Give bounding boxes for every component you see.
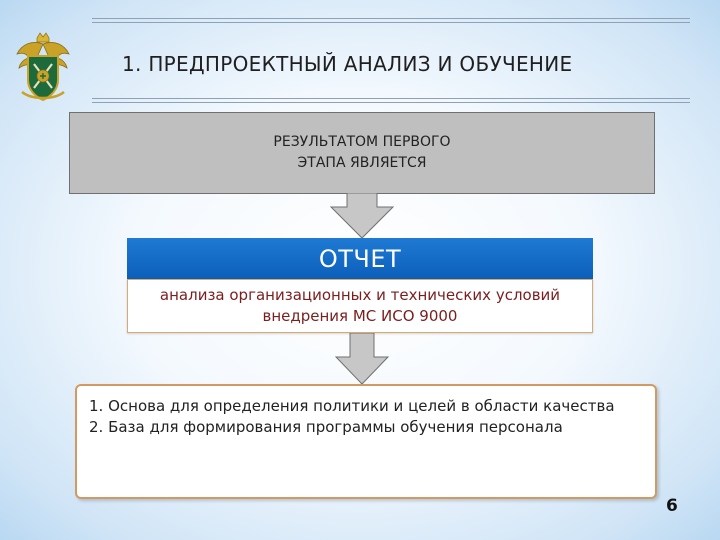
list-item: 2. База для формирования программы обуче…: [89, 418, 563, 436]
report-heading: ОТЧЕТ: [127, 238, 593, 279]
down-arrow-icon: [334, 333, 390, 385]
title-divider: [92, 98, 690, 99]
title-divider: [92, 22, 690, 23]
page-title: 1. ПРЕДПРОЕКТНЫЙ АНАЛИЗ И ОБУЧЕНИЕ: [122, 52, 573, 76]
title-divider: [92, 102, 690, 103]
page-number: 6: [666, 496, 678, 516]
title-divider: [92, 18, 690, 19]
results-list: 1. Основа для определения политики и цел…: [75, 384, 657, 499]
report-description-box: анализа организационных и технических ус…: [127, 279, 593, 333]
coat-of-arms-icon: [16, 32, 70, 102]
stage-result-text: РЕЗУЛЬТАТОМ ПЕРВОГО ЭТАПА ЯВЛЯЕТСЯ: [273, 134, 451, 171]
report-description: анализа организационных и технических ус…: [159, 286, 561, 325]
list-item: 1. Основа для определения политики и цел…: [89, 397, 615, 415]
stage-result-box: РЕЗУЛЬТАТОМ ПЕРВОГО ЭТАПА ЯВЛЯЕТСЯ: [69, 112, 655, 194]
down-arrow-icon: [329, 193, 395, 239]
